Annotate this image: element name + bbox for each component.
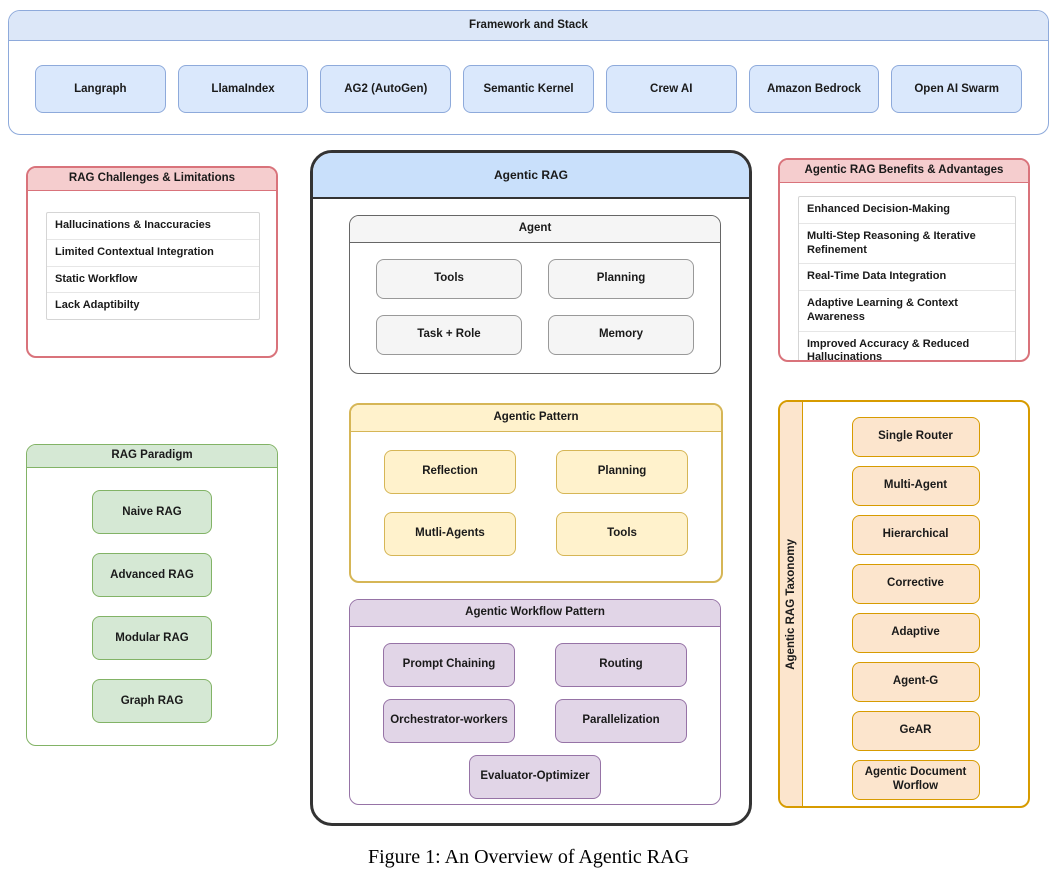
agentic-workflow-last-row: Evaluator-Optimizer xyxy=(350,755,720,799)
agentic-rag-title: Agentic RAG xyxy=(313,153,749,199)
framework-item-crew-ai[interactable]: Crew AI xyxy=(605,64,737,113)
taxonomy-item-corrective[interactable]: Corrective xyxy=(851,564,980,604)
list-item: Real-Time Data Integration xyxy=(799,264,1015,291)
framework-item-ag2-autogen[interactable]: AG2 (AutoGen) xyxy=(320,64,452,113)
agentic-rag-panel: Agentic RAG Agent Tools Planning Task + … xyxy=(310,150,752,826)
taxonomy-item-multi-agent[interactable]: Multi-Agent xyxy=(851,466,980,506)
agentic-rag-benefits-panel: Agentic RAG Benefits & Advantages Enhanc… xyxy=(778,158,1030,362)
agent-item-memory[interactable]: Memory xyxy=(548,315,694,355)
agentic-rag-benefits-list: Enhanced Decision-Making Multi-Step Reas… xyxy=(798,196,1016,362)
rag-paradigm-panel: RAG Paradigm Naive RAG Advanced RAG Modu… xyxy=(26,444,278,746)
taxonomy-item-hierarchical[interactable]: Hierarchical xyxy=(851,515,980,555)
paradigm-item-modular-rag[interactable]: Modular RAG xyxy=(92,616,212,660)
agentic-workflow-pattern-title: Agentic Workflow Pattern xyxy=(350,600,720,627)
taxonomy-title-label: Agentic RAG Taxonomy xyxy=(785,538,797,670)
paradigm-item-graph-rag[interactable]: Graph RAG xyxy=(92,679,212,723)
list-item: Lack Adaptibilty xyxy=(55,299,140,312)
paradigm-item-naive-rag[interactable]: Naive RAG xyxy=(92,490,212,534)
framework-item-llamaindex[interactable]: LlamaIndex xyxy=(177,64,309,113)
agent-title: Agent xyxy=(350,216,720,243)
taxonomy-item-agent-g[interactable]: Agent-G xyxy=(851,662,980,702)
workflow-item-prompt-chaining[interactable]: Prompt Chaining xyxy=(383,643,515,687)
agent-item-planning[interactable]: Planning xyxy=(548,259,694,299)
agent-item-tools[interactable]: Tools xyxy=(376,259,522,299)
agentic-workflow-item-list: Prompt Chaining Routing Orchestrator-wor… xyxy=(350,627,720,743)
rag-challenges-title: RAG Challenges & Limitations xyxy=(28,168,276,191)
agent-item-task-role[interactable]: Task + Role xyxy=(376,315,522,355)
framework-item-langraph[interactable]: Langraph xyxy=(34,64,166,113)
framework-item-amazon-bedrock[interactable]: Amazon Bedrock xyxy=(748,64,880,113)
rag-challenges-panel: RAG Challenges & Limitations Hallucinati… xyxy=(26,166,278,358)
workflow-item-evaluator-optimizer[interactable]: Evaluator-Optimizer xyxy=(469,755,601,799)
pattern-item-tools[interactable]: Tools xyxy=(556,512,688,556)
list-item: Enhanced Decision-Making xyxy=(799,197,1015,224)
figure-caption: Figure 1: An Overview of Agentic RAG xyxy=(367,846,690,868)
framework-item-semantic-kernel[interactable]: Semantic Kernel xyxy=(463,64,594,113)
pattern-item-mutli-agents[interactable]: Mutli-Agents xyxy=(384,512,516,556)
paradigm-item-advanced-rag[interactable]: Advanced RAG xyxy=(92,553,212,597)
framework-and-stack-panel: Framework and Stack Langraph LlamaIndex … xyxy=(8,10,1049,135)
agentic-rag-benefits-title: Agentic RAG Benefits & Advantages xyxy=(780,160,1028,183)
list-item: Multi-Step Reasoning & Iterative Refinem… xyxy=(799,224,1015,265)
workflow-item-parallelization[interactable]: Parallelization xyxy=(555,699,687,743)
agentic-pattern-panel: Agentic Pattern Reflection Planning Mutl… xyxy=(349,403,723,583)
agent-item-list: Tools Planning Task + Role Memory xyxy=(350,243,720,355)
pattern-item-reflection[interactable]: Reflection xyxy=(384,450,516,494)
list-item: Static Workflow xyxy=(47,267,259,294)
workflow-item-routing[interactable]: Routing xyxy=(555,643,687,687)
taxonomy-item-gear[interactable]: GeAR xyxy=(851,711,980,751)
agentic-rag-taxonomy-item-list: Single Router Multi-Agent Hierarchical C… xyxy=(803,402,1028,806)
taxonomy-item-adaptive[interactable]: Adaptive xyxy=(851,613,980,653)
framework-and-stack-title: Framework and Stack xyxy=(9,11,1048,41)
rag-paradigm-title: RAG Paradigm xyxy=(27,445,277,468)
framework-item-open-ai-swarm[interactable]: Open AI Swarm xyxy=(891,64,1023,113)
workflow-item-orchestrator-workers[interactable]: Orchestrator-workers xyxy=(383,699,515,743)
list-item: Adaptive Learning & Context Awareness xyxy=(799,291,1015,332)
agentic-rag-taxonomy-panel: Agentic RAG Taxonomy Single Router Multi… xyxy=(778,400,1030,808)
rag-paradigm-item-list: Naive RAG Advanced RAG Modular RAG Graph… xyxy=(27,468,277,723)
list-item: Improved Accuracy & Reduced Hallucinatio… xyxy=(807,337,970,362)
agentic-workflow-pattern-panel: Agentic Workflow Pattern Prompt Chaining… xyxy=(349,599,721,805)
taxonomy-item-single-router[interactable]: Single Router xyxy=(851,417,980,457)
agentic-pattern-item-list: Reflection Planning Mutli-Agents Tools xyxy=(351,432,721,556)
rag-challenges-list: Hallucinations & Inaccuracies Limited Co… xyxy=(46,212,260,320)
list-item: Limited Contextual Integration xyxy=(47,240,259,267)
agent-panel: Agent Tools Planning Task + Role Memory xyxy=(349,215,721,374)
pattern-item-planning[interactable]: Planning xyxy=(556,450,688,494)
taxonomy-item-agentic-document-worflow[interactable]: Agentic Document Worflow xyxy=(851,760,980,800)
list-item: Hallucinations & Inaccuracies xyxy=(47,213,259,240)
agentic-pattern-title: Agentic Pattern xyxy=(351,405,721,432)
agentic-rag-taxonomy-title: Agentic RAG Taxonomy xyxy=(780,402,803,806)
framework-item-list: Langraph LlamaIndex AG2 (AutoGen) Semant… xyxy=(9,41,1048,134)
